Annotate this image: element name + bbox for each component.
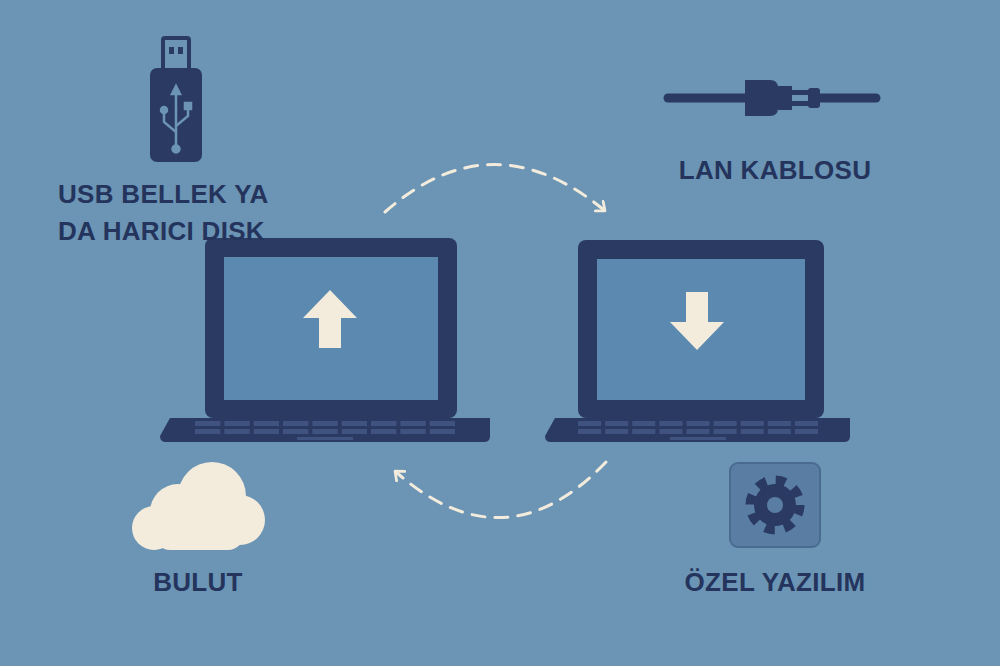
lan-cable-icon bbox=[668, 80, 876, 116]
keyboard-key bbox=[430, 429, 455, 434]
keyboard-key bbox=[400, 429, 425, 434]
keyboard-key bbox=[578, 421, 601, 426]
keyboard-key bbox=[795, 421, 818, 426]
keyboard-key bbox=[371, 429, 396, 434]
keyboard-key bbox=[632, 421, 655, 426]
keyboard-key bbox=[283, 429, 308, 434]
keyboard-key bbox=[741, 429, 764, 434]
software-label: ÖZEL YAZILIM bbox=[640, 564, 910, 601]
keyboard-key bbox=[605, 421, 628, 426]
transfer-arc-top bbox=[385, 164, 604, 212]
keyboard-key bbox=[342, 421, 367, 426]
keyboard-key bbox=[686, 421, 709, 426]
keyboard-key bbox=[605, 429, 628, 434]
keyboard-key bbox=[768, 421, 791, 426]
keyboard-key bbox=[283, 421, 308, 426]
keyboard-key bbox=[195, 421, 220, 426]
usb-stick-icon bbox=[150, 38, 202, 162]
touchpad bbox=[297, 437, 353, 440]
upload-arrow bbox=[303, 290, 357, 348]
keyboard-key bbox=[254, 429, 279, 434]
keyboard-key bbox=[224, 421, 249, 426]
keyboard-key bbox=[659, 429, 682, 434]
cloud-label: BULUT bbox=[98, 564, 298, 601]
usb-label: USB BELLEK YA DA HARICI DISK bbox=[58, 176, 308, 250]
keyboard-key bbox=[632, 429, 655, 434]
transfer-arc-bottom bbox=[396, 462, 606, 518]
keyboard-key bbox=[224, 429, 249, 434]
keyboard-key bbox=[768, 429, 791, 434]
keyboard-key bbox=[714, 429, 737, 434]
keyboard-key bbox=[659, 421, 682, 426]
keyboard-key bbox=[741, 421, 764, 426]
target-laptop bbox=[545, 240, 850, 442]
keyboard-key bbox=[714, 421, 737, 426]
cloud-icon bbox=[132, 462, 265, 550]
keyboard-key bbox=[686, 429, 709, 434]
download-arrow bbox=[670, 292, 724, 350]
software-gear-icon bbox=[730, 463, 820, 547]
keyboard-key bbox=[578, 429, 601, 434]
keyboard-key bbox=[312, 429, 337, 434]
keyboard-key bbox=[195, 429, 220, 434]
keyboard-key bbox=[795, 429, 818, 434]
keyboard-key bbox=[342, 429, 367, 434]
keyboard-key bbox=[371, 421, 396, 426]
keyboard-key bbox=[312, 421, 337, 426]
lan-label: LAN KABLOSU bbox=[640, 152, 910, 189]
keyboard-key bbox=[430, 421, 455, 426]
touchpad bbox=[670, 437, 726, 440]
keyboard-key bbox=[254, 421, 279, 426]
source-laptop bbox=[160, 238, 490, 442]
keyboard-key bbox=[400, 421, 425, 426]
